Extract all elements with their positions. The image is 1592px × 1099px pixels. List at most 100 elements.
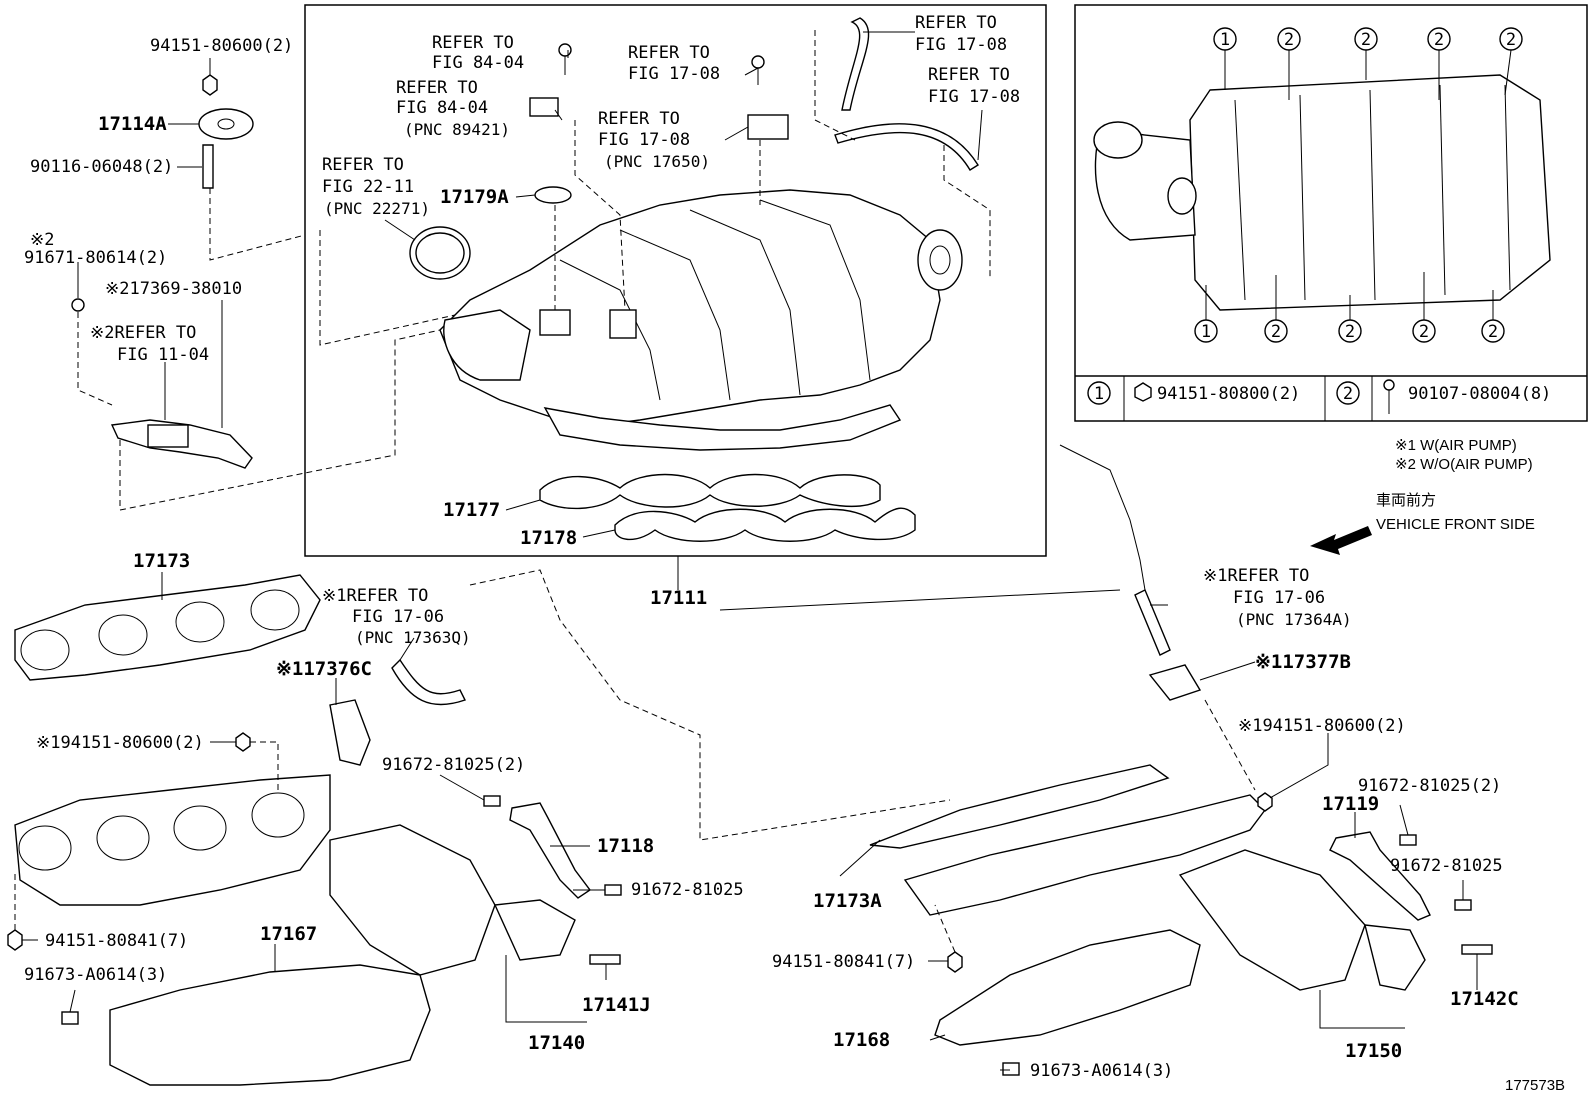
sensor-box (147, 424, 189, 448)
nut-94151-80600-left (235, 732, 251, 752)
label-17119: 17119 (1322, 793, 1379, 815)
bolt-91672-2-right (1399, 834, 1417, 846)
bolt-91672-2-left (483, 795, 501, 807)
table-num-2-text: 2 (1343, 384, 1353, 404)
intake-manifold-frame (304, 4, 1047, 557)
label-refer-1706a-2: FIG 17-06 (352, 607, 444, 627)
label-refer-fig-11-04-b: FIG 11-04 (117, 345, 209, 365)
label-refer-1708a-2: FIG 17-08 (628, 64, 720, 84)
label-90116-06048: 90116-06048(2) (30, 157, 173, 177)
gasket-17376c (329, 699, 371, 766)
insulator-17167 (109, 964, 431, 1086)
table-num-1 (1087, 381, 1111, 405)
label-17141j: 17141J (582, 994, 651, 1016)
label-17179a: 17179A (440, 186, 509, 208)
table-part-2: 90107-08004(8) (1408, 384, 1551, 404)
gasket-17377b (1148, 664, 1202, 701)
label-94151-80600-right: ※194151-80600(2) (1238, 716, 1406, 736)
label-refer-1708a-1: REFER TO (628, 43, 710, 63)
table-num-1-text: 1 (1094, 384, 1104, 404)
label-refer-8404a-1: REFER TO (432, 33, 514, 53)
note-no-air-pump: ※2 W/O(AIR PUMP) (1395, 456, 1533, 473)
label-94151-80600-left: ※194151-80600(2) (36, 733, 204, 753)
label-17377b: ※117377B (1255, 651, 1351, 673)
label-refer-2211-1: REFER TO (322, 155, 404, 175)
label-refer-1706a-3: (PNC 17363Q) (355, 628, 471, 647)
gasket-17177 (539, 473, 881, 510)
label-refer-1706b-1: ※1REFER TO (1203, 566, 1309, 586)
label-17173: 17173 (133, 550, 190, 572)
label-91673-a0614-left: 91673-A0614(3) (24, 965, 167, 985)
label-17173a: 17173A (813, 890, 882, 912)
label-refer-1706b-2: FIG 17-06 (1233, 588, 1325, 608)
label-refer-fig-11-04-a: ※2REFER TO (90, 323, 196, 343)
nut-94151-80600-right (1257, 792, 1273, 812)
table-num-2 (1336, 381, 1360, 405)
label-refer-8404b-3: (PNC 89421) (404, 120, 510, 139)
callout-top-4: 2 (1434, 30, 1444, 50)
label-refer-1708b-3: (PNC 17650) (604, 152, 710, 171)
label-17111: 17111 (650, 587, 707, 609)
label-17118: 17118 (597, 835, 654, 857)
bolt-91673-left (61, 1011, 79, 1025)
label-17376c: ※117376C (276, 658, 372, 680)
bolt-head (1383, 379, 1395, 391)
label-91672-81025-2-right: 91672-81025(2) (1358, 776, 1501, 796)
callout-top-1: 1 (1220, 30, 1230, 50)
pipe-17364a (1134, 589, 1171, 656)
label-91672-81025-left: 91672-81025 (631, 880, 744, 900)
bracket-17119 (1329, 831, 1431, 921)
engine-outline (1059, 444, 1151, 621)
exhaust-manifold-17150 (903, 794, 1426, 991)
label-17178: 17178 (520, 527, 577, 549)
nut-94151-80600 (202, 74, 218, 96)
bolt-91672-left (604, 884, 622, 896)
hose-17-08a (841, 17, 870, 111)
label-17142c: 17142C (1450, 988, 1519, 1010)
o-ring-17179a (534, 186, 572, 204)
bolt-91672-right (1454, 899, 1472, 911)
label-94151-80841-right: 94151-80841(7) (772, 952, 915, 972)
callout-bottom-3: 2 (1345, 322, 1355, 342)
callout-top-2: 2 (1284, 30, 1294, 50)
label-refer-2211-2: FIG 22-11 (322, 177, 414, 197)
plate-hole (217, 118, 235, 130)
plate-17114a (198, 108, 254, 140)
sensor-89421 (529, 97, 559, 117)
label-91672-81025-right: 91672-81025 (1390, 856, 1503, 876)
gasket-17173a (869, 764, 1170, 849)
vsv-17650 (747, 114, 789, 140)
bracket-17118 (509, 802, 592, 899)
intake-manifold-drawing (439, 189, 963, 451)
label-94151-80841-left: 94151-80841(7) (45, 931, 188, 951)
label-217369-38010: ※217369-38010 (105, 279, 242, 299)
gasket-17178 (614, 507, 916, 542)
label-17177: 17177 (443, 499, 500, 521)
callout-top-3: 2 (1361, 30, 1371, 50)
gasket-17173 (14, 574, 321, 681)
bolt-91673-right (1002, 1062, 1020, 1076)
callout-bottom-1: 1 (1201, 322, 1211, 342)
gasket-ring-inner (415, 232, 465, 274)
direction-jp: 車両前方 (1376, 492, 1436, 509)
label-refer-1708d-1: REFER TO (928, 65, 1010, 85)
label-91671-80614: 91671-80614(2) (24, 248, 167, 268)
label-mark2: ※2 (30, 230, 54, 250)
label-17167: 17167 (260, 923, 317, 945)
drawing-id: 177573B (1505, 1077, 1565, 1094)
label-17168: 17168 (833, 1029, 890, 1051)
exhaust-manifold-17140 (14, 774, 576, 976)
label-refer-1706b-3: (PNC 17364A) (1236, 610, 1352, 629)
callout-bottom-2: 2 (1271, 322, 1281, 342)
callout-top-5: 2 (1506, 30, 1516, 50)
label-refer-8404b-1: REFER TO (396, 78, 478, 98)
arrow-front-icon (1310, 526, 1372, 555)
callout-bottom-5: 2 (1488, 322, 1498, 342)
engine-outline-dashed (469, 569, 951, 841)
stud-17142c (1461, 944, 1493, 955)
table-part-1: 94151-80800(2) (1157, 384, 1300, 404)
label-refer-1708c-1: REFER TO (915, 13, 997, 33)
inset-callouts: 1 2 2 2 2 1 2 2 2 2 (1194, 27, 1523, 343)
